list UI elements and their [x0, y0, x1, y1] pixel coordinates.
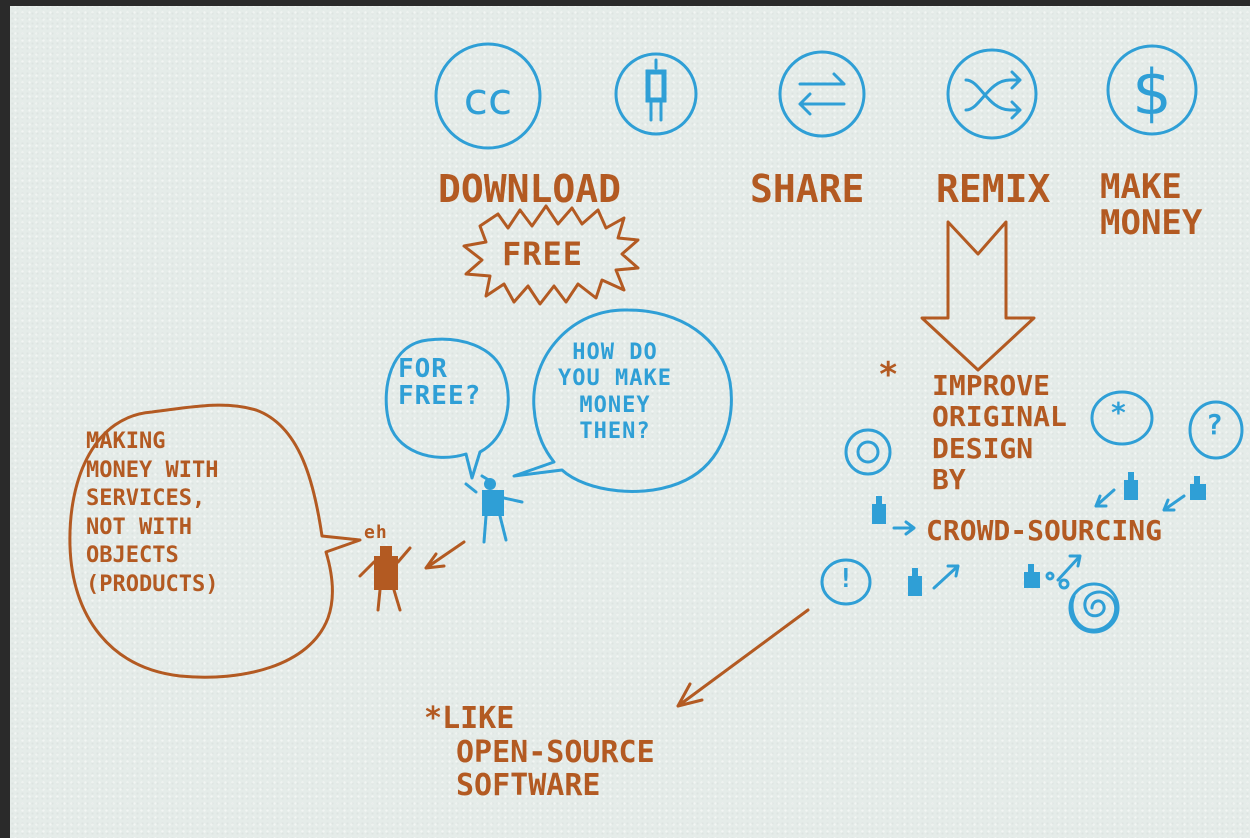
remix-label: REMIX	[936, 167, 1051, 211]
bubble-answer-line-5: OBJECTS	[86, 543, 179, 569]
arrow-to-brown-figure	[424, 540, 466, 570]
blue-figure	[464, 474, 524, 544]
crowd-sourcing-text: CROWD-SOURCING	[926, 514, 1163, 547]
improve-line-2: ORIGINAL	[932, 400, 1067, 434]
bubble-how-line-4: THEN?	[579, 419, 651, 445]
bubble-answer-line-3: SERVICES,	[86, 486, 206, 512]
download-label: DOWNLOAD	[438, 167, 622, 211]
crowd-bubble-question-text: ?	[1206, 408, 1224, 441]
crowd-bubble-spiral	[1070, 590, 1118, 632]
bubble-answer-line-1: MAKING	[86, 429, 166, 454]
arrow-to-footnote	[676, 608, 810, 708]
crowd-bubble-face	[844, 428, 892, 476]
bubble-answer-text: MAKING MONEY WITH SERVICES, NOT WITH OBJ…	[86, 428, 218, 600]
bubble-answer-line-2: MONEY WITH	[86, 457, 219, 483]
crowd-bubble-asterisk	[1090, 390, 1154, 446]
improve-line-4: BY	[932, 463, 966, 497]
free-label: FREE	[502, 235, 584, 273]
bubble-answer-line-4: NOT WITH	[86, 514, 192, 540]
bubble-how-outline	[512, 308, 733, 493]
bubble-how-line-2: YOU MAKE	[558, 366, 672, 392]
crowd-bubble-exclaim	[820, 558, 872, 606]
share-label: SHARE	[750, 167, 865, 211]
brown-figure	[358, 546, 412, 612]
footnote-line-2: OPEN-SOURCE	[456, 734, 655, 770]
bubble-answer-line-6: (PRODUCTS)	[86, 571, 219, 597]
cc-icon-text: cc	[464, 74, 512, 125]
bubble-for-free-outline	[384, 337, 510, 480]
make-money-line-2: MONEY	[1100, 202, 1203, 243]
dollar-icon: $	[1106, 44, 1198, 136]
bubble-answer-outline	[68, 403, 362, 679]
crowd-bubble-face-inner	[856, 440, 880, 464]
eh-text: eh	[364, 522, 388, 543]
sketch-drawing: cc $	[68, 42, 1244, 708]
footnote-line-3: SOFTWARE	[456, 768, 601, 804]
crowd-figures	[872, 472, 1206, 596]
bubble-for-free-line-2: FREE?	[398, 381, 482, 412]
share-arrows-icon	[778, 50, 866, 138]
improve-asterisk: *	[878, 355, 900, 395]
person-icon	[614, 52, 698, 136]
bubble-for-free-line-1: FOR	[398, 354, 448, 384]
footnote-asterisk: *	[424, 701, 443, 736]
bubble-for-free-text: FOR FREE?	[398, 354, 482, 412]
footnote-text: *LIKE OPEN-SOURCE SOFTWARE	[424, 702, 655, 803]
crowd-bubble-question	[1188, 400, 1244, 460]
dollar-icon-text: $	[1132, 56, 1171, 129]
free-starburst	[462, 204, 640, 306]
make-money-line-1: MAKE	[1100, 167, 1182, 207]
bubble-how-line-1: HOW DO	[572, 340, 658, 365]
footnote-line-1: *LIKE	[424, 702, 655, 736]
footnote-like: LIKE	[442, 701, 515, 736]
bubble-how-text: HOW DO YOU MAKE MONEY THEN?	[558, 340, 672, 446]
crowd-bubble-exclaim-text: !	[838, 564, 855, 594]
shuffle-icon	[946, 48, 1038, 140]
crowd-arrows	[892, 488, 1186, 590]
remix-down-arrow	[920, 220, 1036, 372]
improve-text: IMPROVE ORIGINAL DESIGN BY	[932, 369, 1067, 497]
crowd-bubble-spiral-outline	[1068, 582, 1120, 634]
whiteboard: cc $	[10, 6, 1250, 838]
improve-line-3: DESIGN	[932, 431, 1034, 465]
improve-line-1: IMPROVE	[932, 369, 1051, 402]
cc-icon: cc	[434, 42, 542, 150]
make-money-label: MAKE MONEY	[1100, 167, 1203, 243]
bubble-how-line-3: MONEY	[579, 392, 651, 418]
crowd-bubble-asterisk-text: *	[1110, 396, 1128, 429]
